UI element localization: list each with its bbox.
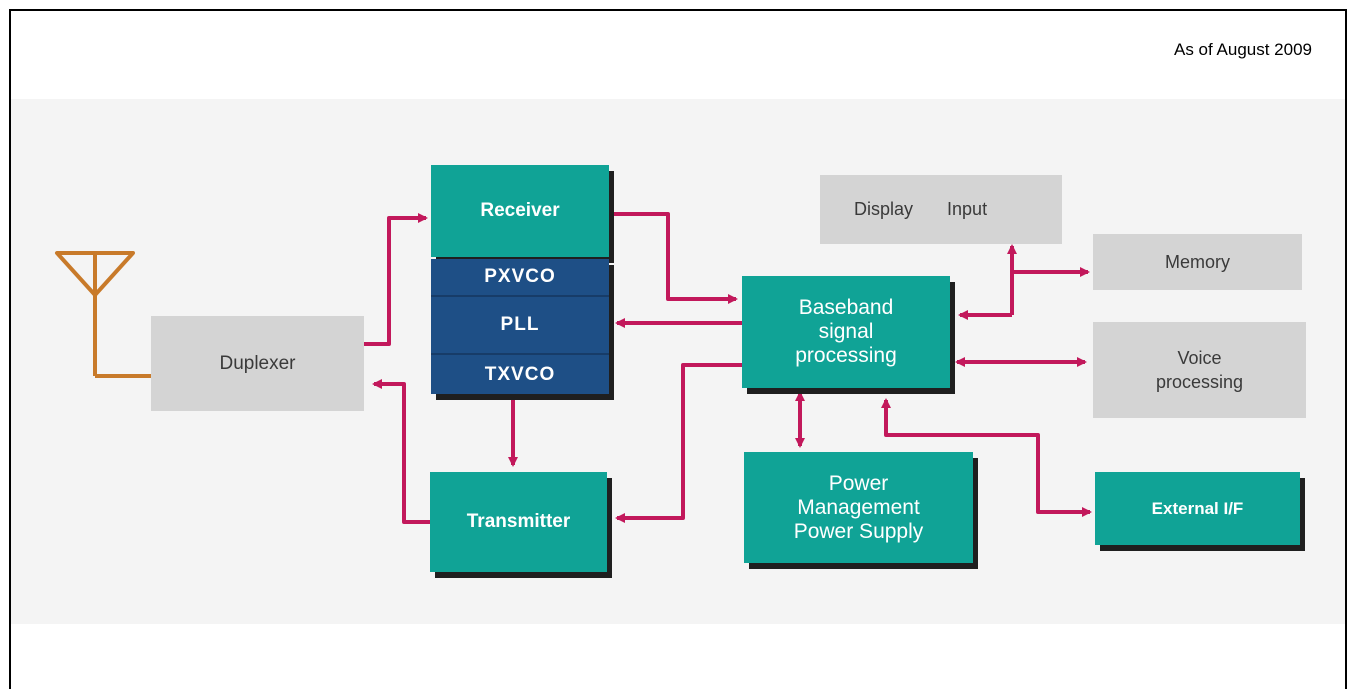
arrow-baseband-external xyxy=(1036,470,1092,517)
receiver-label: Receiver xyxy=(480,200,560,221)
receiver-block: Receiver xyxy=(431,165,609,257)
voice-processing-block: Voice processing xyxy=(1093,322,1306,418)
memory-label: Memory xyxy=(1164,251,1230,272)
memory-block: Memory xyxy=(1093,234,1302,290)
arrow-duplexer-receiver xyxy=(364,213,428,346)
voice-processing-label: Voice processing xyxy=(1155,348,1244,392)
pll-block: PLL xyxy=(431,297,609,355)
antenna-icon xyxy=(55,251,152,378)
synth-stack: PXVCO PLL TXVCO xyxy=(431,259,609,394)
pxvco-block: PXVCO xyxy=(431,259,609,297)
duplexer-label: Duplexer xyxy=(219,352,296,374)
duplexer-block: Duplexer xyxy=(151,316,364,411)
external-if-label: External I/F xyxy=(1151,498,1244,518)
power-block: Power Management Power Supply xyxy=(744,452,973,563)
txvco-block: TXVCO xyxy=(431,355,609,394)
transmitter-label: Transmitter xyxy=(466,511,571,532)
baseband-block: Baseband signal processing xyxy=(742,276,950,388)
txvco-label: TXVCO xyxy=(484,363,556,385)
baseband-label: Baseband signal processing xyxy=(795,296,897,367)
transmitter-block: Transmitter xyxy=(430,472,607,572)
arrow-receiver-baseband xyxy=(609,212,738,304)
date-note: As of August 2009 xyxy=(1174,40,1312,59)
pxvco-label: PXVCO xyxy=(484,266,556,287)
pll-label: PLL xyxy=(500,314,540,335)
input-label: Input xyxy=(947,199,988,219)
display-label: Display xyxy=(854,199,914,219)
display-input-block: Display Input xyxy=(820,175,1062,244)
arrow-transmitter-duplexer xyxy=(372,379,430,524)
external-if-block: External I/F xyxy=(1095,472,1300,545)
arrow-baseband-transmitter xyxy=(615,363,742,523)
power-label: Power Management Power Supply xyxy=(793,471,924,543)
